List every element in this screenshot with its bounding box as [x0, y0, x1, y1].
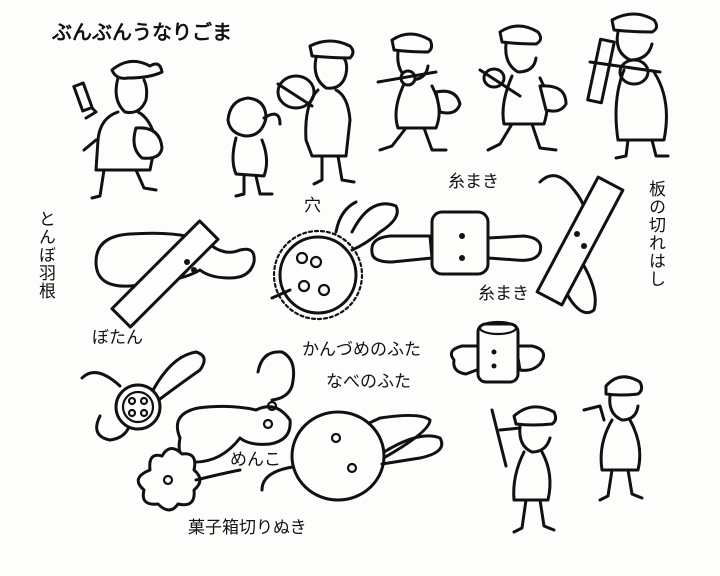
child-with-board-icon — [586, 12, 670, 160]
label-itomaki-bottom: 糸まき — [478, 284, 529, 304]
child-with-tombo-icon — [72, 59, 164, 200]
label-ana: 穴 — [304, 196, 321, 216]
toddler-figure-icon — [226, 96, 282, 198]
child-with-stick-icon — [490, 405, 558, 534]
button-top-icon — [80, 350, 206, 442]
label-itomaki-top: 糸まき — [448, 172, 499, 192]
child-with-spinner-icon — [582, 375, 644, 502]
can-lid-spool-icon — [449, 320, 546, 384]
page-title: ぶんぶんうなりごま — [52, 20, 232, 44]
label-ita-no-kirehashi: 板の切れはし — [645, 180, 665, 288]
label-botan: ぼたん — [92, 328, 143, 348]
running-child-icon — [376, 32, 462, 152]
fuzzy-disc-icon — [270, 200, 399, 321]
label-nabe-no-futa: なべのふた — [326, 372, 411, 392]
label-menko: めんこ — [230, 450, 281, 470]
pot-lid-icon — [260, 410, 444, 502]
child-with-disc-icon — [276, 39, 356, 186]
tombo-blade-icon — [94, 219, 256, 329]
label-kashibako-kirinuki: 菓子箱切りぬき — [188, 518, 307, 538]
flower-cutout-icon — [136, 447, 242, 512]
label-tombo-hane: とんぼ羽根 — [35, 210, 55, 300]
board-top-icon — [535, 174, 625, 315]
running-child-icon — [478, 24, 568, 152]
menko-top-icon — [175, 350, 296, 464]
label-kanzume-no-futa: かんづめのふた — [302, 340, 421, 360]
spool-top-icon — [370, 210, 543, 276]
